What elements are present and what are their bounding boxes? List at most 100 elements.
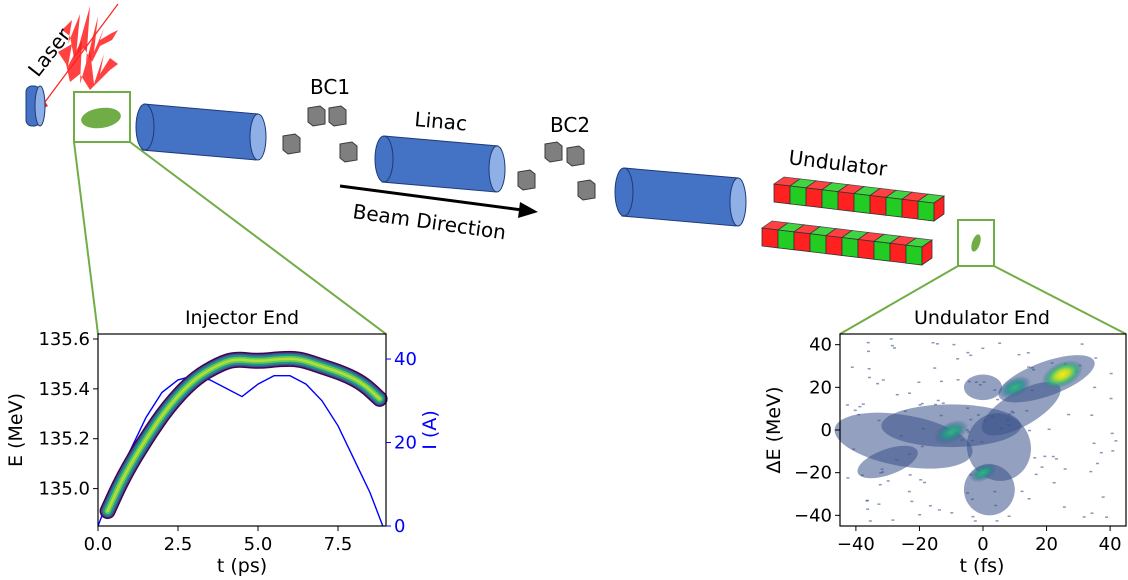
y-tick-label: −20 (794, 463, 832, 484)
noise-pixel (881, 379, 885, 381)
noise-pixel (867, 376, 871, 379)
noise-pixel (866, 341, 870, 344)
x-tick-label: −20 (900, 534, 938, 555)
hotspot (934, 420, 969, 445)
noise-pixel (1080, 343, 1084, 345)
undulator-ylabel: ΔE (MeV) (763, 387, 785, 474)
injector-ylabel: E (MeV) (5, 393, 27, 467)
undulator-magnet (789, 185, 807, 207)
cathode-disk (25, 85, 46, 127)
noise-pixel (1020, 490, 1024, 493)
noise-pixel (1007, 515, 1011, 518)
undulator-magnet (773, 183, 791, 205)
undulator-end-face (933, 195, 945, 222)
noise-pixel (952, 343, 956, 346)
undulator-magnet (857, 238, 875, 260)
undulator (760, 176, 946, 266)
noise-pixel (1090, 414, 1094, 416)
noise-pixel (1028, 429, 1032, 432)
noise-pixel (1109, 397, 1113, 400)
noise-pixel (908, 474, 912, 476)
noise-pixel (891, 519, 895, 521)
cavity-1 (135, 103, 267, 161)
x-tick-label: 2.5 (164, 534, 193, 555)
noise-pixel (918, 513, 922, 516)
noise-pixel (1110, 432, 1114, 435)
noise-pixel (1043, 455, 1047, 458)
noise-pixel (876, 382, 880, 385)
noise-pixel (933, 403, 937, 406)
noise-pixel (1026, 352, 1030, 354)
noise-pixel (928, 505, 932, 507)
y-tick-label: 135.0 (38, 479, 90, 500)
noise-pixel (1109, 372, 1113, 375)
noise-pixel (1051, 455, 1055, 458)
y2-tick-label: 40 (394, 349, 417, 370)
noise-pixel (877, 503, 881, 505)
bc2-chicane (517, 141, 596, 201)
bc1-label: BC1 (310, 75, 350, 99)
noise-pixel (1062, 506, 1066, 508)
undulator-magnet (905, 244, 923, 266)
x-tick-label: −40 (837, 534, 875, 555)
noise-pixel (931, 341, 935, 344)
noise-pixel (917, 381, 921, 384)
noise-pixel (1090, 512, 1094, 514)
noise-pixel (996, 398, 1000, 401)
undulator-xlabel: t (fs) (960, 555, 1005, 577)
noise-pixel (981, 347, 985, 350)
undulator-magnet (885, 196, 903, 218)
noise-pixel (935, 343, 939, 345)
noise-pixel (956, 379, 960, 381)
hotspot (998, 376, 1031, 399)
noise-pixel (971, 515, 975, 518)
noise-pixel (1027, 366, 1031, 368)
noise-pixel (1052, 481, 1056, 484)
linac-label: Linac (414, 107, 469, 135)
y2-tick-label: 0 (394, 516, 405, 537)
noise-pixel (845, 404, 849, 406)
hotspot (969, 462, 997, 483)
y-tick-label: −40 (794, 505, 832, 526)
y-tick-label: 135.6 (38, 329, 90, 350)
undulator-magnet (761, 227, 779, 249)
x-tick-label: 0.0 (84, 534, 113, 555)
undulator-magnet (777, 229, 795, 251)
noise-pixel (867, 350, 871, 353)
undulator-end-face (921, 239, 933, 266)
noise-pixel (866, 508, 870, 510)
undulator-magnet (841, 237, 859, 258)
noise-pixel (886, 480, 890, 482)
y-tick-label: 20 (809, 377, 832, 398)
noise-pixel (850, 366, 854, 368)
noise-pixel (950, 512, 954, 514)
noise-pixel (1099, 451, 1103, 454)
energy-band-layer (106, 357, 381, 513)
distribution-region (963, 374, 1003, 401)
current-line (97, 374, 384, 527)
injector-beam-spot (73, 91, 131, 143)
noise-pixel (910, 500, 914, 503)
noise-pixel (918, 404, 922, 406)
noise-pixel (966, 351, 970, 354)
undulator-magnet (825, 235, 843, 256)
noise-pixel (867, 368, 871, 370)
injector-plot-frame (97, 333, 387, 527)
noise-pixel (956, 358, 960, 360)
noise-pixel (923, 481, 927, 484)
undulator-magnet (917, 200, 935, 222)
noise-pixel (1054, 458, 1058, 460)
undulator-magnet (837, 191, 855, 212)
noise-pixel (846, 477, 850, 479)
noise-pixel (1114, 440, 1118, 442)
hotspot (1041, 360, 1084, 389)
undulator-magnet (889, 242, 907, 264)
noise-pixel (1047, 428, 1051, 431)
noise-pixel (1105, 516, 1109, 518)
undulator-magnet (821, 189, 839, 211)
noise-pixel (908, 392, 912, 394)
noise-pixel (853, 409, 857, 412)
undulator-magnet (793, 231, 811, 253)
